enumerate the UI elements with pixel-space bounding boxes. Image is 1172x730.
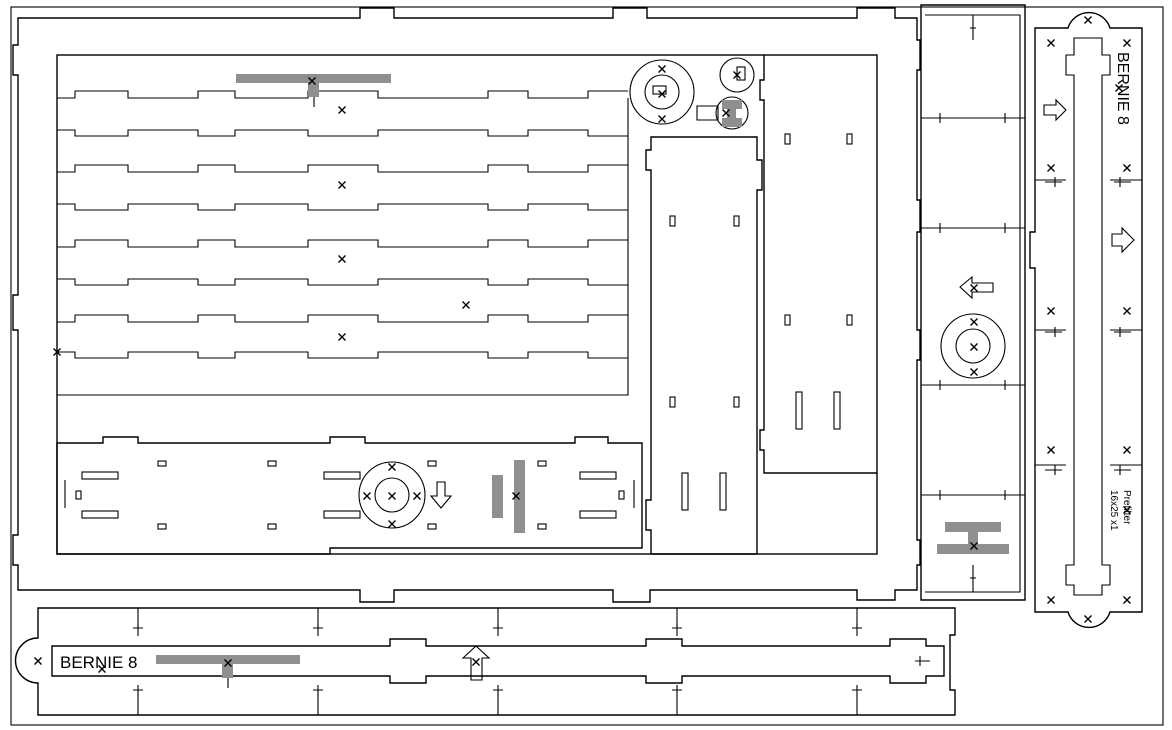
registration-mark xyxy=(658,90,666,98)
registration-mark xyxy=(512,492,520,500)
registration-mark xyxy=(1123,446,1131,454)
registration-mark xyxy=(388,520,396,528)
registration-mark xyxy=(363,492,371,500)
filter-label-line1: Prefilter xyxy=(1121,490,1132,525)
registration-mark xyxy=(224,659,232,667)
registration-mark xyxy=(338,181,346,189)
registration-mark xyxy=(733,71,741,79)
registration-mark xyxy=(98,665,106,673)
registration-marks xyxy=(34,16,1131,673)
registration-mark xyxy=(308,77,316,85)
registration-mark xyxy=(338,333,346,341)
right-part-label: BERNIE 8 xyxy=(1114,52,1131,125)
registration-mark xyxy=(338,255,346,263)
registration-mark xyxy=(388,463,396,471)
bottom-part-label: BERNIE 8 xyxy=(60,653,137,672)
registration-mark xyxy=(970,343,978,351)
registration-mark xyxy=(970,284,978,292)
registration-mark xyxy=(413,492,421,500)
registration-mark xyxy=(1047,446,1055,454)
registration-mark xyxy=(658,65,666,73)
registration-mark xyxy=(970,542,978,550)
registration-mark xyxy=(472,658,480,666)
registration-mark xyxy=(722,109,730,117)
registration-mark xyxy=(1123,596,1131,604)
right-inner-panel xyxy=(759,55,877,474)
registration-mark xyxy=(1115,84,1123,92)
registration-mark xyxy=(34,657,42,665)
tab-markers xyxy=(935,15,1012,592)
registration-mark xyxy=(1123,307,1131,315)
registration-mark xyxy=(658,115,666,123)
sheet-border xyxy=(10,6,1164,726)
registration-mark xyxy=(970,318,978,326)
vertical-side-panel xyxy=(920,4,1026,601)
registration-mark xyxy=(1123,164,1131,172)
outer-frame-part xyxy=(12,7,921,603)
registration-mark xyxy=(1084,16,1092,24)
bottom-inner-panel xyxy=(56,436,643,555)
registration-mark xyxy=(1047,307,1055,315)
registration-mark xyxy=(1047,39,1055,47)
registration-mark xyxy=(1084,615,1092,623)
small-disc-parts xyxy=(629,57,755,130)
right-long-part xyxy=(1029,11,1143,629)
registration-mark xyxy=(1047,164,1055,172)
registration-mark xyxy=(1123,506,1131,514)
bottom-long-part xyxy=(14,607,956,716)
filter-label-line2: 16x25 x1 xyxy=(1108,490,1119,531)
registration-mark xyxy=(338,106,346,114)
registration-mark xyxy=(970,368,978,376)
slat-rails xyxy=(57,74,629,396)
registration-mark xyxy=(462,301,470,309)
registration-mark xyxy=(53,348,61,356)
registration-mark xyxy=(1123,39,1131,47)
center-tall-panel xyxy=(645,136,763,555)
registration-mark xyxy=(388,492,396,500)
registration-mark xyxy=(1047,596,1055,604)
